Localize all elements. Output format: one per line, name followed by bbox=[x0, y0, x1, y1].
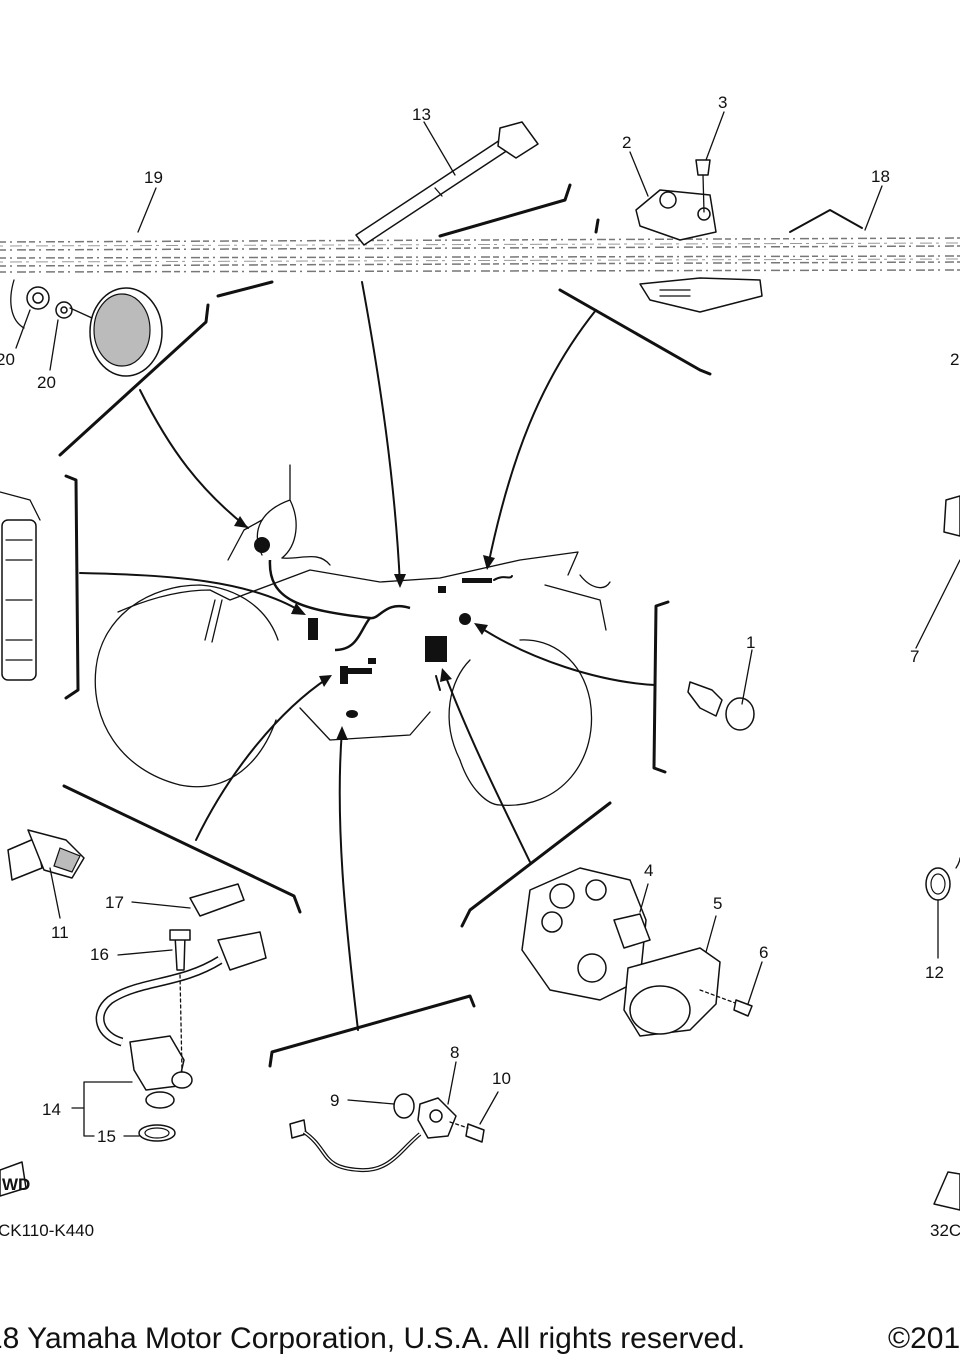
fwd-arrow-left: WD bbox=[0, 1161, 30, 1197]
callout-4: 4 bbox=[644, 861, 653, 880]
copyright-year: ©201 bbox=[888, 1322, 960, 1355]
callout-15: 15 bbox=[97, 1127, 116, 1146]
copyright-text: 18 Yamaha Motor Corporation, U.S.A. All … bbox=[0, 1322, 746, 1355]
callout-1: 1 bbox=[746, 633, 755, 652]
part-9-o-ring bbox=[347, 1093, 415, 1119]
callout-3: 3 bbox=[718, 93, 727, 112]
part-11-sensor bbox=[7, 829, 85, 919]
part-6-screw bbox=[699, 961, 763, 1017]
callout-12: 12 bbox=[925, 963, 944, 982]
leader-arrows bbox=[79, 281, 656, 1031]
part-1-sensor bbox=[687, 649, 755, 731]
part-12-o-ring bbox=[925, 857, 960, 959]
callout-20: 20 bbox=[37, 373, 56, 392]
callout-labels: 1 2 3 4 5 6 7 8 9 10 11 12 13 14 15 16 1… bbox=[0, 93, 959, 1146]
callout-19: 19 bbox=[144, 168, 163, 187]
fwd-label: WD bbox=[2, 1175, 30, 1194]
callout-20-left: 20 bbox=[0, 350, 15, 369]
part-4-throttle-body bbox=[521, 867, 651, 1001]
part-2-sensor bbox=[635, 159, 763, 313]
part-18-wire bbox=[789, 209, 863, 233]
callout-10: 10 bbox=[492, 1069, 511, 1088]
callout-13: 13 bbox=[412, 105, 431, 124]
scan-noise-band bbox=[0, 236, 960, 276]
footer-copyright: 18 Yamaha Motor Corporation, U.S.A. All … bbox=[0, 1318, 960, 1366]
ignition-coil-left bbox=[0, 491, 41, 681]
callout-8: 8 bbox=[450, 1043, 459, 1062]
part-14-sensor-assembly bbox=[71, 883, 267, 1142]
callout-leaders bbox=[15, 111, 883, 371]
part-13-lead-wire bbox=[355, 121, 539, 246]
diagram-code-left: CK110-K440 bbox=[0, 1221, 94, 1240]
diagram-code-right: 32C bbox=[930, 1221, 960, 1240]
callout-11: 11 bbox=[51, 923, 69, 942]
callout-16: 16 bbox=[90, 945, 109, 964]
callout-7: 7 bbox=[910, 647, 919, 666]
part-8-sensor bbox=[289, 1061, 457, 1173]
motorcycle-outline bbox=[94, 464, 611, 806]
part-5-sensor-cover bbox=[623, 915, 721, 1037]
callout-18: 18 bbox=[871, 167, 890, 186]
group-frames bbox=[58, 183, 712, 1068]
part-19-reflector bbox=[10, 279, 163, 377]
part-10-bolt bbox=[449, 1091, 499, 1143]
callout-17: 17 bbox=[105, 893, 124, 912]
callout-5: 5 bbox=[713, 894, 722, 913]
callout-2: 2 bbox=[622, 133, 631, 152]
part-7-coil bbox=[915, 495, 960, 649]
callout-2-right: 2 bbox=[950, 350, 959, 369]
callout-6: 6 bbox=[759, 943, 768, 962]
bike-components bbox=[254, 537, 513, 718]
callout-14: 14 bbox=[42, 1100, 61, 1119]
callout-9: 9 bbox=[330, 1091, 339, 1110]
fwd-arrow-right bbox=[933, 1171, 960, 1211]
